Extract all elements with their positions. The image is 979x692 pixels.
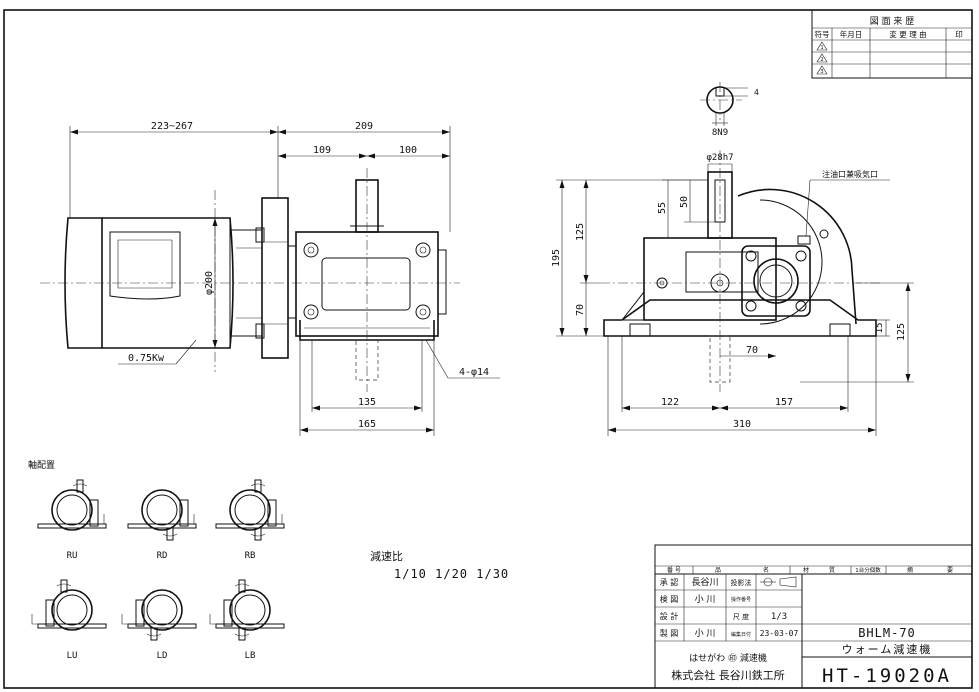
arrangement-title: 軸配置 — [28, 459, 55, 471]
rev-col-date: 年月日 — [840, 29, 863, 39]
reduction-ratio: 減速比 1/10 1/20 1/30 — [370, 549, 509, 581]
dim-overall-length: 223~267 — [151, 121, 193, 132]
approve-label: 承 認 — [660, 577, 679, 587]
dim-right-width: 157 — [775, 397, 793, 408]
dim-overall-height: 195 — [551, 249, 562, 267]
rev-col-reason: 変 更 理 由 — [889, 29, 926, 39]
svg-text:3: 3 — [820, 69, 823, 75]
projection-symbol-icon — [760, 576, 797, 588]
col-number: 番 号 — [667, 567, 681, 574]
dim-left-width: 122 — [661, 397, 679, 408]
approve-name: 長谷川 — [691, 577, 718, 588]
dim-right-height: 125 — [896, 323, 907, 341]
title-block: 番 号 品 名 材 質 1台分個数 摘 要 承 認 長谷川 検 図 小 川 設 … — [654, 544, 973, 689]
worm-wheel-cover — [737, 188, 857, 325]
revision-title: 図 面 来 歴 — [870, 16, 915, 27]
dim-lower-height: 70 — [575, 304, 586, 316]
rev-col-symbol: 符号 — [815, 29, 830, 39]
col-material-2: 質 — [829, 566, 835, 574]
product-name: ウォーム減速機 — [842, 642, 933, 656]
side-view-dimensions: 223~267 209 109 100 φ200 0.75Kw 4-φ14 13… — [69, 121, 500, 436]
oil-inlet-label: 注油口兼吸気口 — [822, 169, 878, 179]
arrangement-label: RD — [157, 551, 168, 561]
svg-text:1: 1 — [820, 45, 823, 51]
front-base — [603, 299, 877, 337]
scale-label: 尺 度 — [733, 612, 749, 621]
check-label: 検 図 — [660, 594, 679, 604]
arrangement-ru: RU — [37, 479, 107, 561]
col-remarks: 摘 — [907, 566, 913, 574]
dim-upper-height: 125 — [575, 223, 586, 241]
dim-right-section: 100 — [399, 145, 417, 156]
side-view — [40, 168, 460, 392]
arrangement-label: LU — [67, 651, 78, 661]
terminal-box — [109, 231, 181, 300]
motor-end-cover — [64, 217, 103, 349]
dim-base-inner: 135 — [358, 397, 376, 408]
rev-triangle-1: 1 — [816, 41, 828, 51]
arrangement-rd: RD — [127, 489, 197, 561]
front-view-dimensions: 195 125 70 55 50 φ28h7 注油口兼吸気口 15 125 70 — [551, 153, 914, 436]
material-label: 操作番号 — [731, 596, 751, 603]
reduction-title: 減速比 — [370, 549, 403, 563]
drafting-name: 小 川 — [695, 628, 716, 639]
col-name-2: 名 — [763, 566, 769, 574]
dim-base-thickness: 15 — [875, 323, 885, 334]
date-value: 23-03-07 — [760, 629, 799, 638]
design-label: 設 計 — [660, 611, 679, 621]
company-line-1: はせがわ ㊞ 減速機 — [689, 652, 767, 664]
arrangement-label: LB — [245, 651, 256, 661]
motor-power-label: 0.75Kw — [128, 353, 165, 364]
check-name: 小 川 — [695, 594, 716, 605]
company-line-2: 株式会社 長谷川鉄工所 — [671, 668, 785, 682]
arrangement-label: LD — [157, 651, 168, 661]
arrangement-label: RB — [245, 551, 256, 561]
dim-base-outer: 165 — [358, 419, 376, 430]
gearbox-cover — [321, 257, 411, 311]
dim-shaft-diameter: φ28h7 — [706, 153, 733, 163]
worm-input-flange — [741, 245, 811, 317]
svg-text:2: 2 — [820, 57, 823, 63]
drafting-label: 製 図 — [660, 628, 679, 638]
arrangement-ld: LD — [121, 589, 197, 661]
date-label: 編集日付 — [731, 631, 751, 638]
dim-left-section: 109 — [313, 145, 331, 156]
dim-shaft-length: 55 — [657, 202, 668, 214]
dim-gearbox-width: 209 — [355, 121, 373, 132]
dim-key-length: 50 — [679, 196, 690, 208]
model-number: BHLM-70 — [858, 626, 916, 640]
keyway-detail: 4 8N9 — [700, 82, 759, 138]
col-name: 品 — [715, 567, 721, 574]
projection-label: 投影法 — [731, 578, 752, 587]
rev-col-seal: 印 — [955, 30, 963, 39]
scale-value: 1/3 — [771, 612, 787, 622]
dim-motor-diameter: φ200 — [204, 271, 215, 295]
arrangement-label: RU — [67, 551, 78, 561]
drawing-number: HT-19020A — [822, 665, 952, 687]
shaft-arrangements: RU RD RB LU LD LB — [31, 479, 285, 661]
oil-plug — [797, 235, 811, 245]
col-material: 材 — [803, 566, 809, 574]
arrangement-rb: RB — [215, 479, 285, 561]
rev-triangle-2: 2 — [816, 53, 828, 63]
revision-block: 図 面 来 歴 符号 年月日 変 更 理 由 印 1 2 3 — [811, 9, 973, 79]
motor-flange — [261, 197, 289, 359]
keyway-depth-dim: 4 — [754, 88, 759, 97]
col-quantity: 1台分個数 — [855, 566, 881, 574]
arrangement-lb: LB — [209, 579, 285, 661]
rev-triangle-3: 3 — [816, 65, 828, 75]
dim-mounting-holes: 4-φ14 — [459, 367, 489, 378]
dim-total-width: 310 — [733, 419, 751, 430]
keyway-width-dim: 8N9 — [712, 128, 728, 138]
front-view — [600, 150, 880, 392]
col-remarks-2: 要 — [947, 567, 953, 574]
dim-shaft-offset: 70 — [746, 345, 758, 356]
arrangement-lu: LU — [31, 579, 107, 661]
sheet-border — [3, 9, 973, 689]
reduction-values: 1/10 1/20 1/30 — [394, 567, 509, 581]
